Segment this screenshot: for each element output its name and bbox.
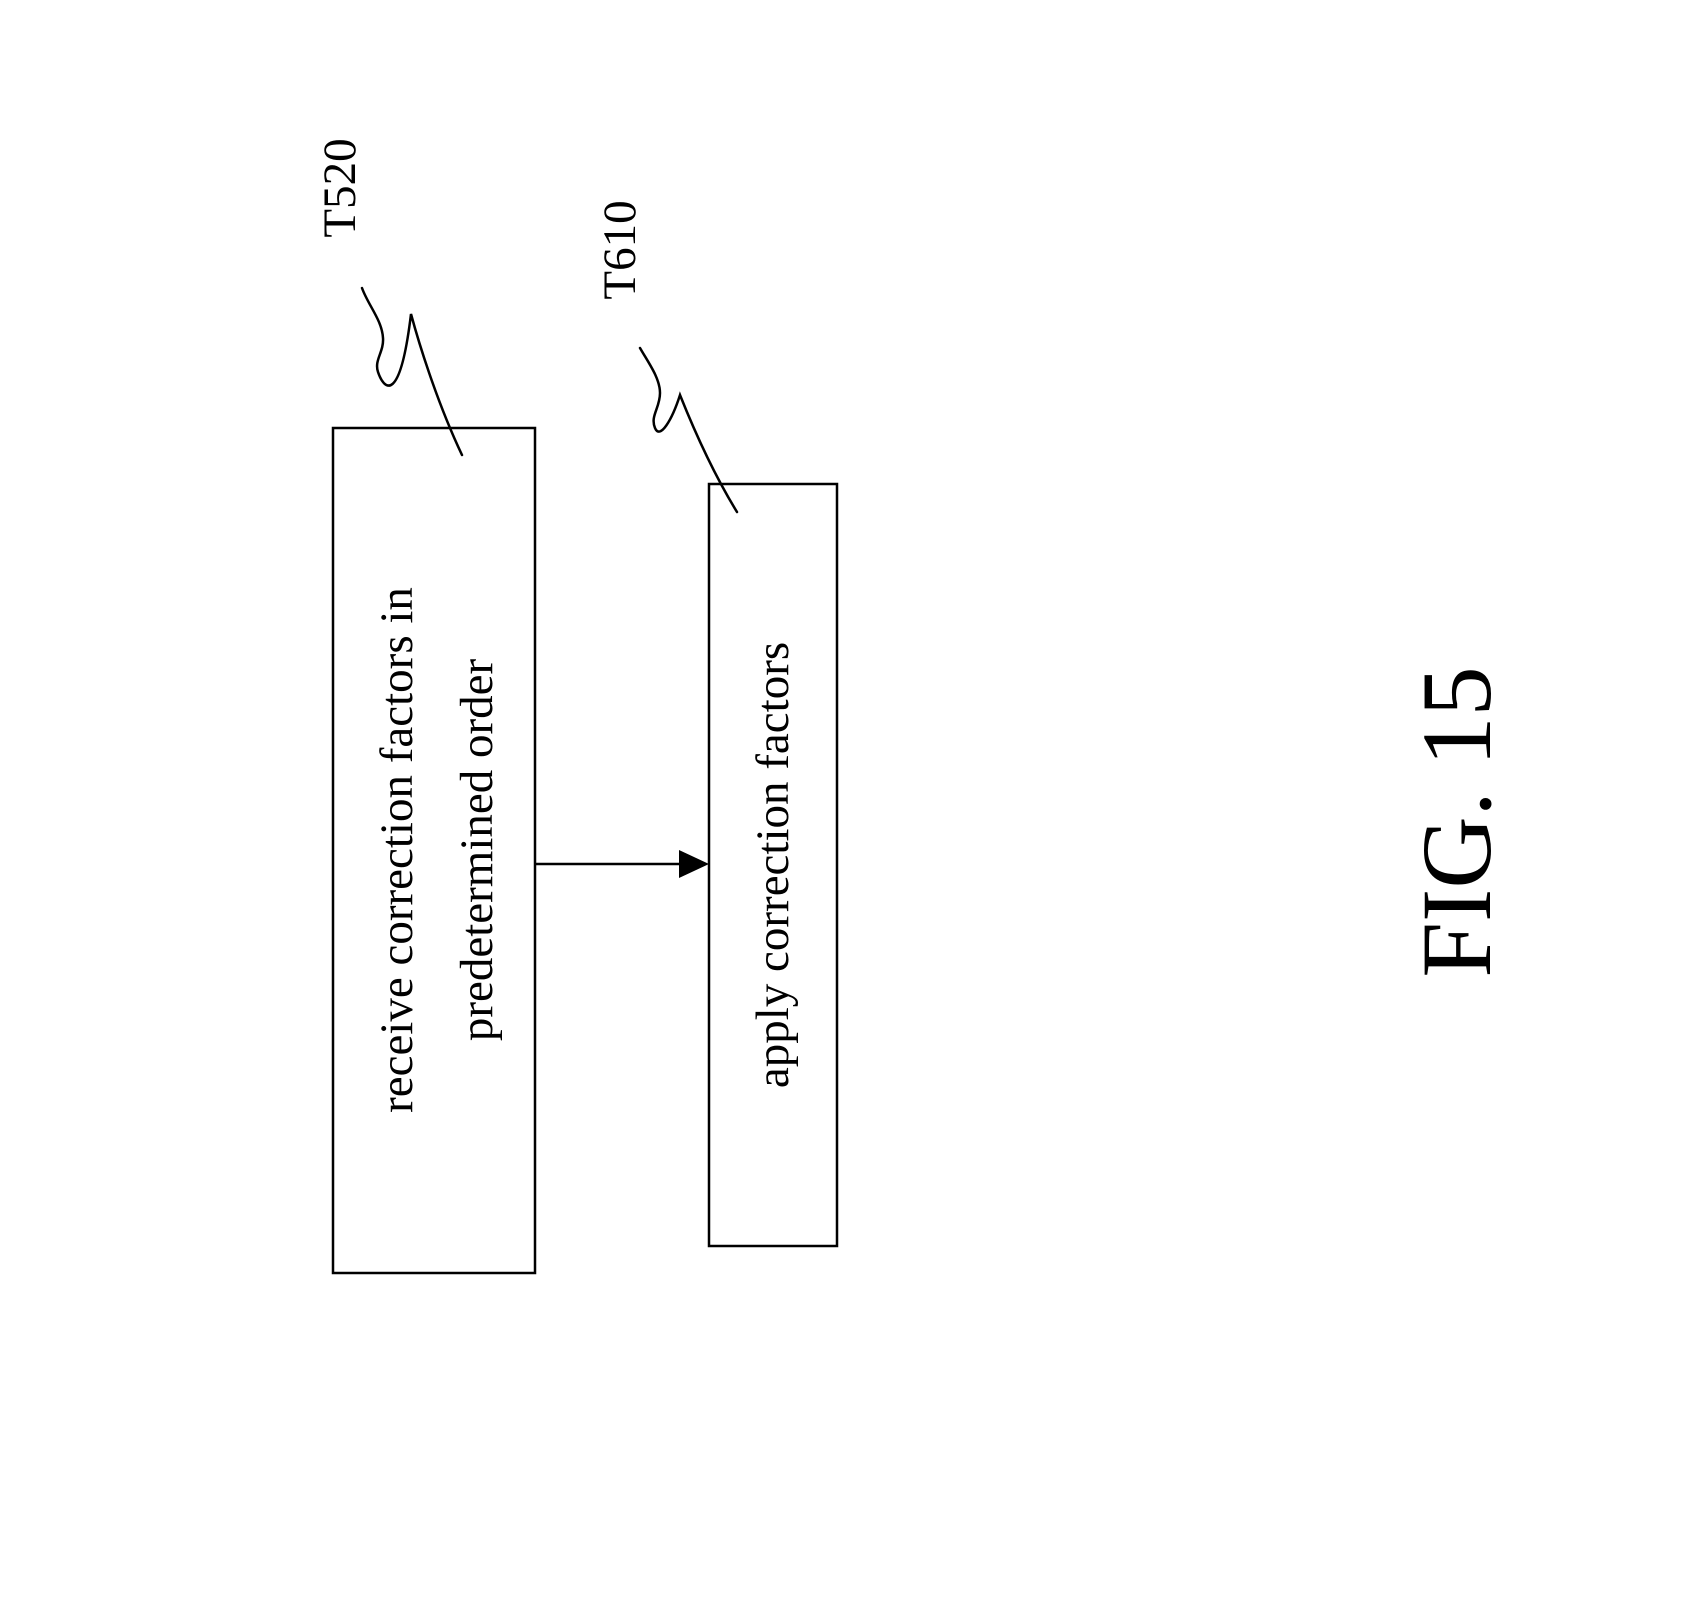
step-box-t520 [331, 426, 537, 1275]
step-text-t520-line2: predetermined order [451, 658, 503, 1041]
ref-label-t610: T610 [594, 200, 646, 299]
leader-line-t520 [360, 286, 464, 457]
leader-line-t610 [638, 346, 739, 514]
step-text-t610: apply correction factors [747, 642, 799, 1088]
figure-caption: FIG. 15 [1401, 666, 1512, 977]
ref-label-t520: T520 [314, 138, 366, 237]
step-text-t520-line1: receive correction factors in [371, 587, 423, 1113]
step-box-t610 [707, 482, 839, 1248]
flow-arrow-head [679, 850, 709, 878]
